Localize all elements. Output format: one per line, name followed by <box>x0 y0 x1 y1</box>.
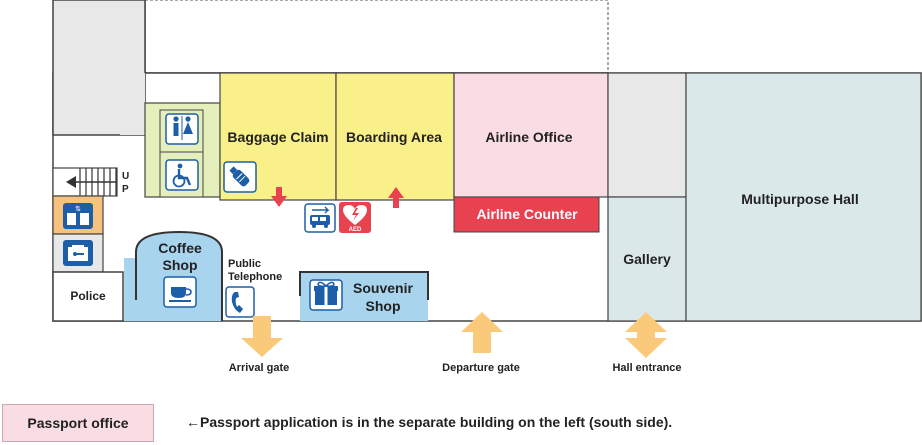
grey-corridor-block <box>607 72 687 198</box>
boarding-area <box>335 72 455 201</box>
airline-counter <box>453 196 600 233</box>
baggage-claim-label: Baggage Claim <box>227 129 328 145</box>
hall-entrance-label: Hall entrance <box>612 362 681 374</box>
arrival-gate-label: Arrival gate <box>229 362 290 374</box>
red-down-arrow <box>271 187 287 207</box>
upper-building-wall <box>144 0 608 74</box>
restroom-icon <box>165 113 199 145</box>
airline-office-label: Airline Office <box>485 129 572 145</box>
locker-icon <box>63 240 93 266</box>
wheelchair-icon <box>165 159 199 191</box>
svg-text:⇅: ⇅ <box>75 205 81 213</box>
coffee-cup-icon <box>163 276 197 308</box>
souvenir-shop-wall <box>299 271 429 300</box>
gift-icon <box>309 279 343 311</box>
airline-office-area <box>453 72 609 198</box>
airport-bus-icon <box>304 203 336 233</box>
passport-office-note: ←Passport application is in the separate… <box>186 414 673 430</box>
airline-counter-label: Airline Counter <box>476 206 578 222</box>
multipurpose-hall-label: Multipurpose Hall <box>741 191 858 207</box>
aed-label: AED <box>349 227 362 233</box>
coffee-shop-label-2: Shop <box>163 257 198 273</box>
departure-gate-label: Departure gate <box>442 362 520 374</box>
police-label: Police <box>70 289 106 303</box>
hall-entrance-arrow <box>625 312 667 358</box>
wall-segment <box>120 73 145 135</box>
passport-office-legend: Passport office <box>2 404 154 442</box>
stairs-label-u: U <box>122 171 129 182</box>
upper-building-outline <box>145 0 609 73</box>
gallery-label: Gallery <box>623 251 671 267</box>
souvenir-shop-label-2: Shop <box>366 298 401 314</box>
elevator-icon: ⇅ <box>63 203 93 229</box>
arrival-gate-arrow <box>241 316 283 357</box>
red-up-arrow <box>388 187 404 208</box>
public-telephone-label-2: Telephone <box>228 271 282 283</box>
departure-gate-arrow <box>461 312 503 353</box>
aed-icon: AED <box>339 202 371 233</box>
public-telephone-label-1: Public <box>228 258 261 270</box>
gallery-area <box>607 196 687 322</box>
police-room <box>52 271 124 322</box>
souvenir-shop-label-1: Souvenir <box>353 280 413 296</box>
multipurpose-hall-area <box>685 72 922 322</box>
telephone-icon <box>225 286 255 318</box>
stairs: U P <box>52 167 129 197</box>
stairs-label-p: P <box>122 184 129 195</box>
boarding-area-label: Boarding Area <box>346 129 442 145</box>
coffee-shop-wall <box>135 230 223 321</box>
baby-bottle-icon <box>223 161 257 193</box>
coffee-shop-label-1: Coffee <box>158 240 202 256</box>
